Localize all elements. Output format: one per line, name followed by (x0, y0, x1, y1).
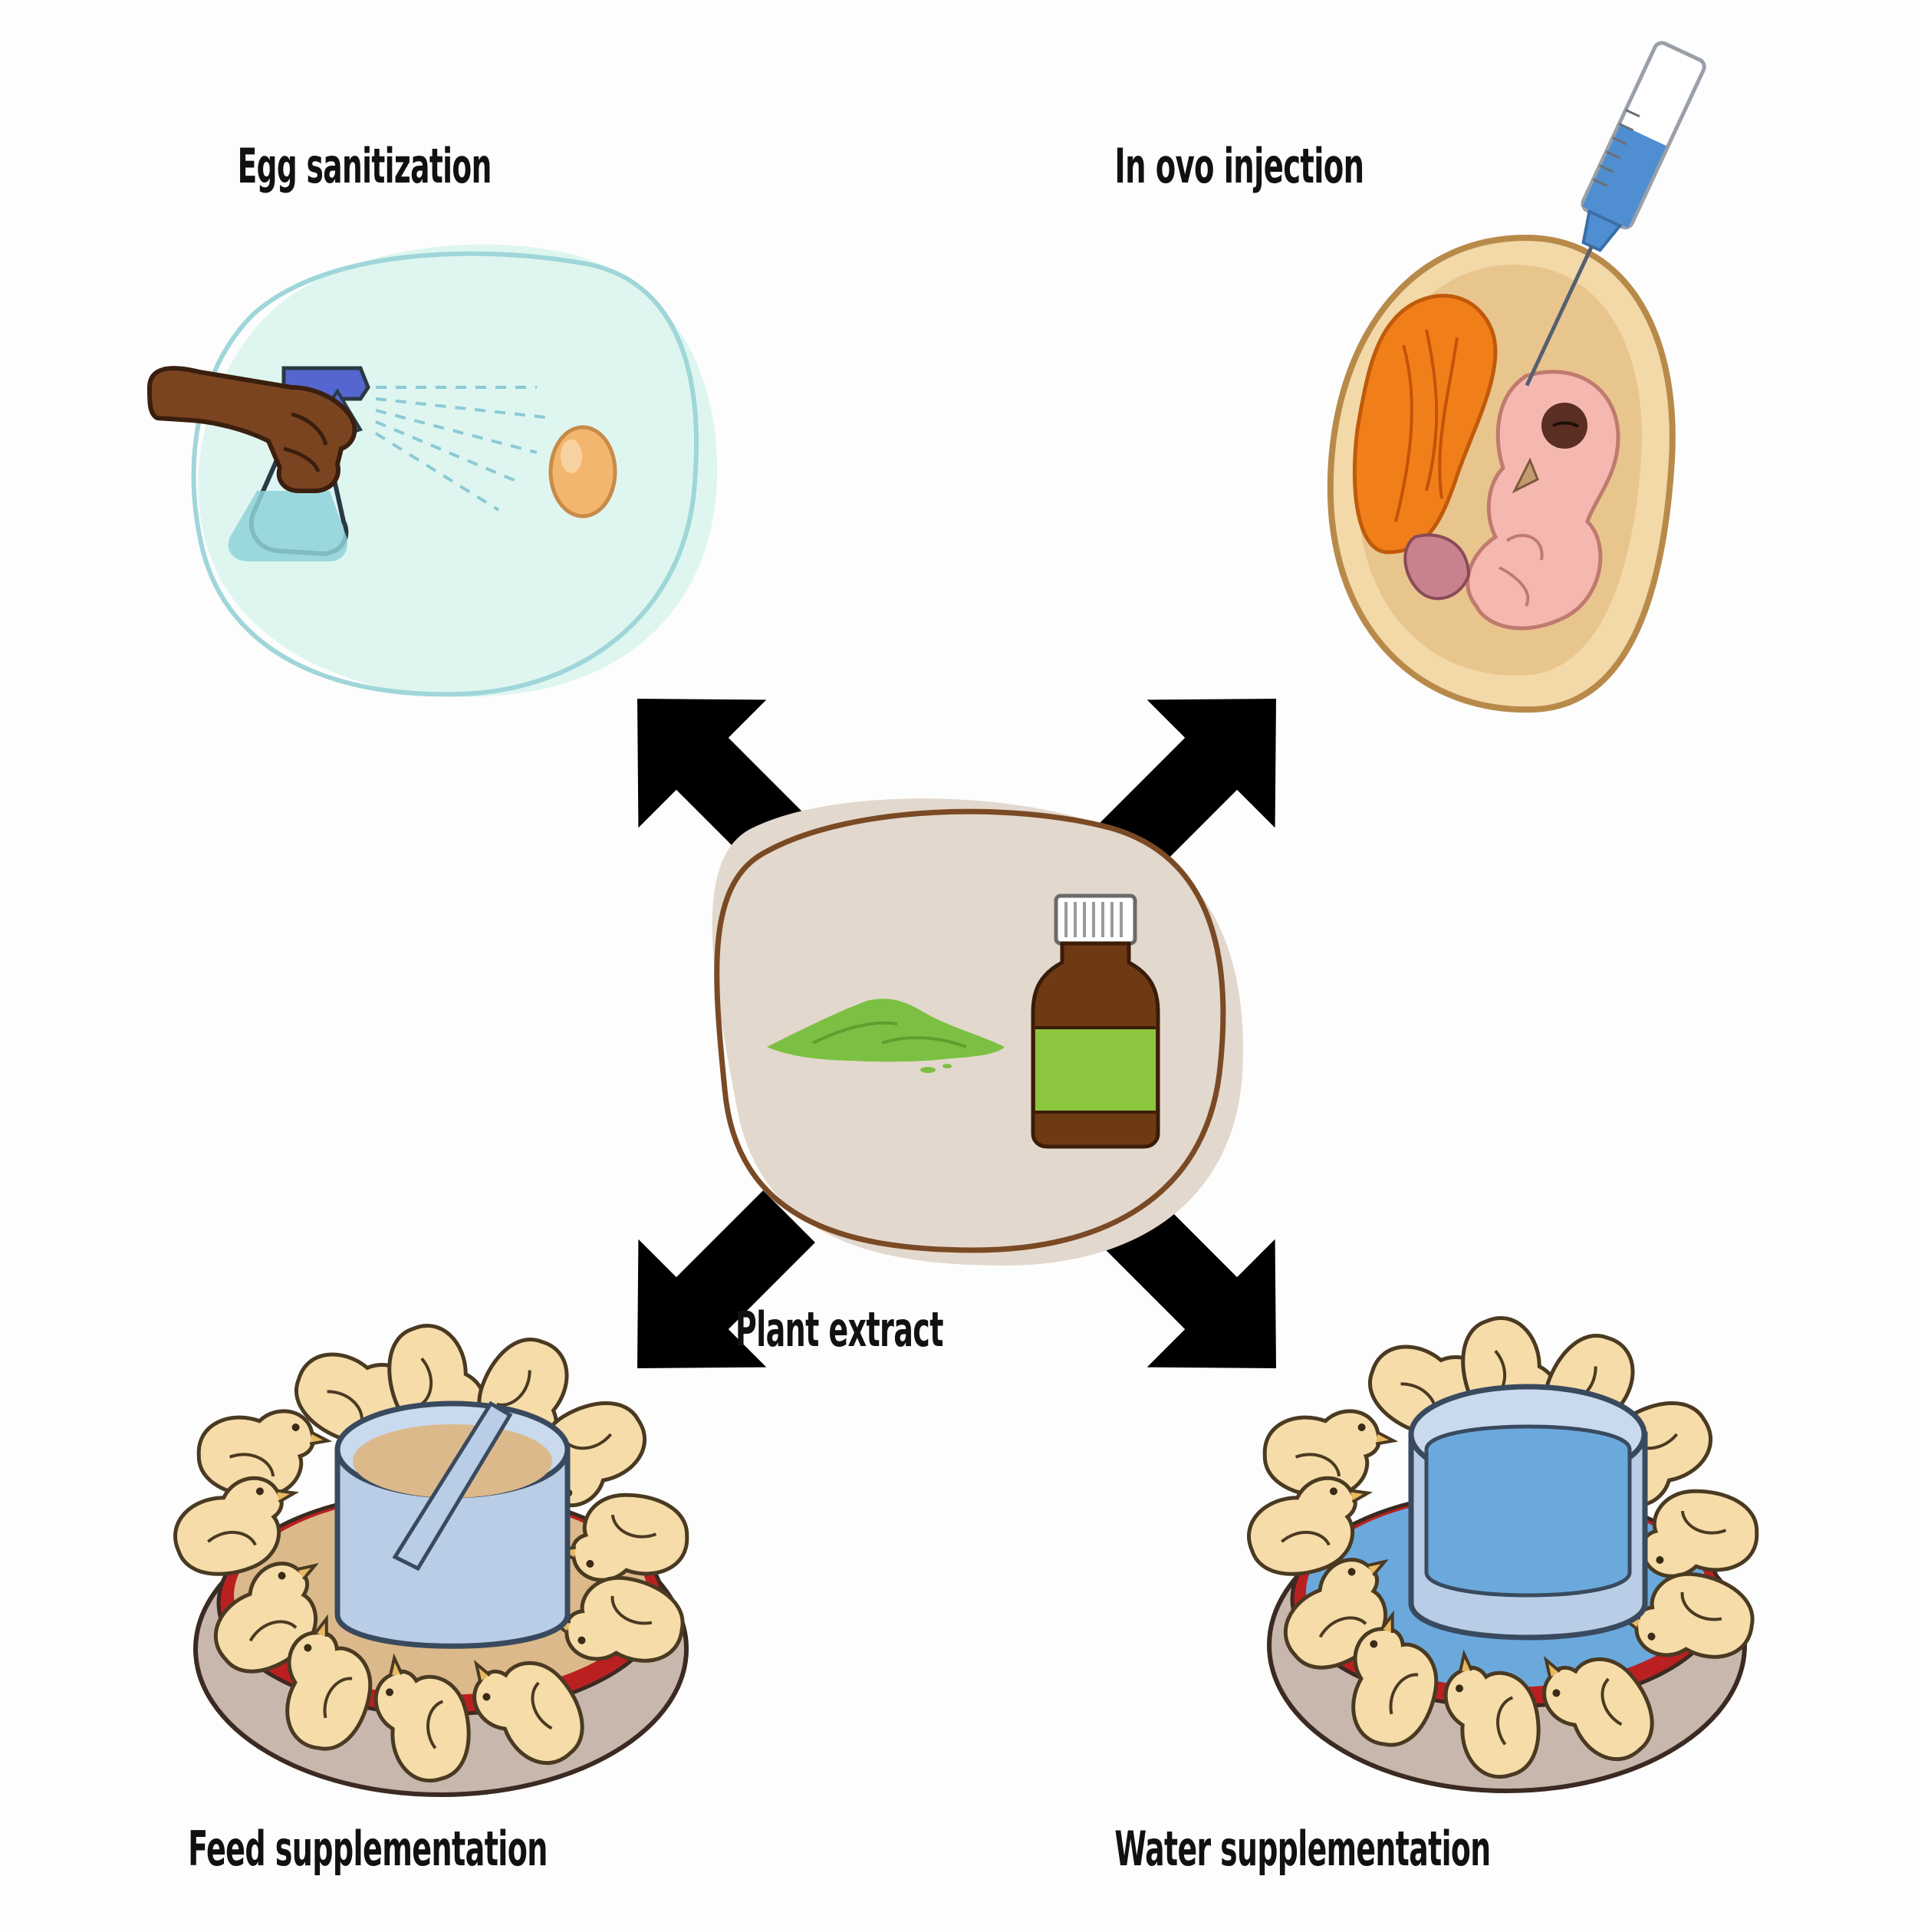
extract-blob (712, 798, 1243, 1266)
plant-extract-illustration (712, 798, 1243, 1266)
spray-mist (374, 386, 553, 512)
water-supplementation-illustration (1241, 1310, 1764, 1793)
label-egg-sanitization: Egg sanitization (238, 138, 492, 194)
label-plant-extract: Plant extract (735, 1302, 943, 1358)
sanitization-blob (198, 244, 718, 697)
embryo-eye (1541, 403, 1587, 449)
extract-outline (714, 808, 1226, 1253)
label-in-ovo-injection: In ovo injection (1114, 138, 1364, 194)
waterer-icon (1408, 1384, 1648, 1641)
egg-icon (548, 425, 617, 518)
sanitization-outline (191, 251, 699, 697)
egg-embryo-icon (1327, 234, 1676, 713)
hand-icon (146, 366, 357, 493)
label-feed-supplementation: Feed supplementation (188, 1821, 548, 1877)
in-ovo-injection-illustration (1327, 41, 1706, 713)
label-water-supplementation: Water supplementation (1114, 1821, 1490, 1877)
feeder-icon (334, 1400, 571, 1649)
feed-supplementation-illustration (167, 1318, 694, 1797)
extract-bottle-icon (1031, 894, 1160, 1149)
syringe-icon (1525, 41, 1706, 387)
powder-icon (767, 999, 1005, 1073)
egg-sanitization-illustration (146, 244, 718, 697)
